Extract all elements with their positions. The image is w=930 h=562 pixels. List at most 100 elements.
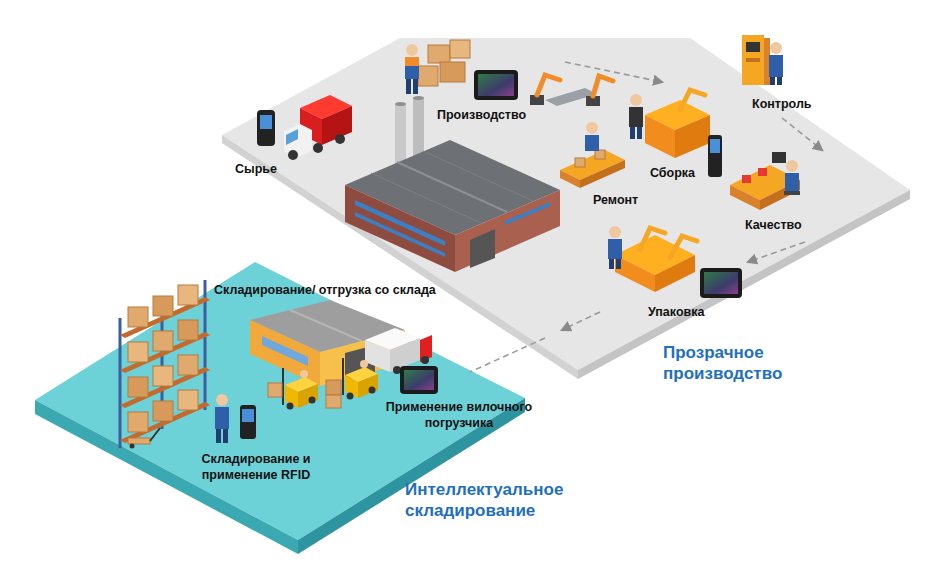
delivery-truck-part — [313, 143, 323, 153]
quality-station-part — [742, 175, 751, 183]
warehouse-building-part — [290, 310, 362, 341]
quality-station-part — [786, 160, 798, 172]
forklift-part — [287, 403, 294, 410]
worker-part — [405, 57, 419, 79]
forklift-part — [268, 383, 282, 397]
label-holder: Сырье — [235, 162, 277, 178]
packing-station-part — [655, 255, 695, 292]
station-label: Применение вилочного погрузчика — [384, 400, 534, 431]
factory-building-part — [345, 185, 455, 272]
control-panel-part — [769, 55, 783, 77]
station-label: Складирование и применение RFID — [190, 452, 322, 483]
handheld-scanner — [257, 110, 275, 146]
delivery-truck-part — [284, 124, 312, 158]
flow-arrow-part — [748, 242, 805, 262]
delivery-truck-part — [288, 150, 298, 160]
forklift-part — [326, 380, 341, 395]
label-holder: Складирование и применение RFID — [190, 452, 322, 483]
label-holder: Контроль — [752, 97, 812, 113]
assembly-station-part — [629, 107, 643, 127]
factory-building-part — [395, 102, 406, 106]
worker-part — [405, 57, 419, 66]
flow-arrow-part — [562, 312, 600, 330]
delivery-truck-part — [286, 129, 298, 145]
robot-arm-part — [593, 76, 613, 96]
boxes-part — [440, 62, 465, 82]
packing-station — [608, 226, 697, 292]
warehouse-building-part — [250, 320, 320, 386]
factory-building-part — [423, 151, 533, 201]
platform-face — [222, 135, 578, 379]
packing-station-part — [670, 236, 697, 258]
forklift-part — [300, 370, 308, 378]
delivery-truck — [284, 95, 352, 160]
flow-arrow-part — [470, 338, 545, 372]
assembly-station-part — [630, 127, 635, 139]
delivery-truck-part — [393, 366, 401, 374]
tablet-part — [478, 74, 514, 96]
quality-station — [730, 152, 800, 210]
assembly-station-part — [680, 90, 705, 110]
forklift — [268, 368, 318, 410]
forklift-part — [309, 397, 316, 404]
quality-station-part — [758, 168, 767, 176]
storage-rack-part — [128, 412, 148, 432]
pallet-jack — [128, 428, 160, 449]
warehouse-building-part — [262, 336, 308, 366]
repair-conveyor-part — [560, 170, 580, 188]
tablet — [474, 70, 518, 100]
boxes-part — [428, 45, 450, 63]
label-holder: Применение вилочного погрузчика — [384, 400, 534, 431]
storage-rack-part — [128, 377, 148, 397]
pallet-jack-part — [130, 444, 135, 449]
tablet-part — [404, 370, 434, 390]
handheld-scanner — [708, 135, 722, 177]
boxes-part — [450, 40, 470, 58]
robot-arm-part — [537, 75, 560, 95]
storage-rack-part — [128, 342, 148, 362]
storage-rack-part — [178, 320, 198, 340]
flow-arrow-part — [782, 118, 822, 150]
repair-conveyor-part — [585, 135, 599, 151]
station-label: Складирование/ отгрузка со склада — [214, 283, 436, 299]
quality-station-part — [784, 191, 800, 195]
control-panel-part — [746, 42, 760, 52]
handheld-scanner-part — [710, 139, 720, 153]
worker — [405, 44, 419, 94]
boxes — [418, 40, 470, 86]
quality-station-part — [772, 152, 786, 163]
forklift-part — [347, 393, 354, 400]
factory-building-part — [395, 104, 406, 166]
forklift-part — [326, 395, 341, 408]
storage-rack-part — [153, 401, 173, 421]
label-holder: Упаковка — [648, 305, 704, 321]
tablet-part — [704, 272, 738, 294]
storage-rack-part — [178, 390, 198, 410]
factory-building — [345, 96, 560, 272]
tablet-part — [400, 366, 438, 394]
packing-station-part — [609, 259, 614, 269]
station-label: Упаковка — [648, 305, 704, 321]
forklift-part — [360, 360, 368, 368]
label-holder: Производство — [437, 108, 526, 124]
control-panel-part — [742, 35, 764, 85]
label-holder: Сборка — [650, 166, 695, 182]
assembly-station-part — [675, 115, 710, 158]
control-panel-part — [770, 42, 782, 54]
control-panel — [742, 35, 783, 85]
factory-building-part — [413, 96, 424, 100]
handheld-scanner-part — [242, 409, 254, 422]
factory-building-part — [355, 212, 445, 257]
control-panel-part — [777, 77, 782, 85]
forklift-part — [369, 387, 376, 394]
tablet-part — [700, 268, 742, 298]
repair-conveyor-part — [580, 160, 625, 188]
boxes-part — [418, 66, 438, 86]
forklift-part — [298, 384, 318, 408]
handheld-scanner-part — [708, 135, 722, 177]
packing-station-part — [608, 239, 622, 259]
station-label: Контроль — [752, 97, 812, 113]
